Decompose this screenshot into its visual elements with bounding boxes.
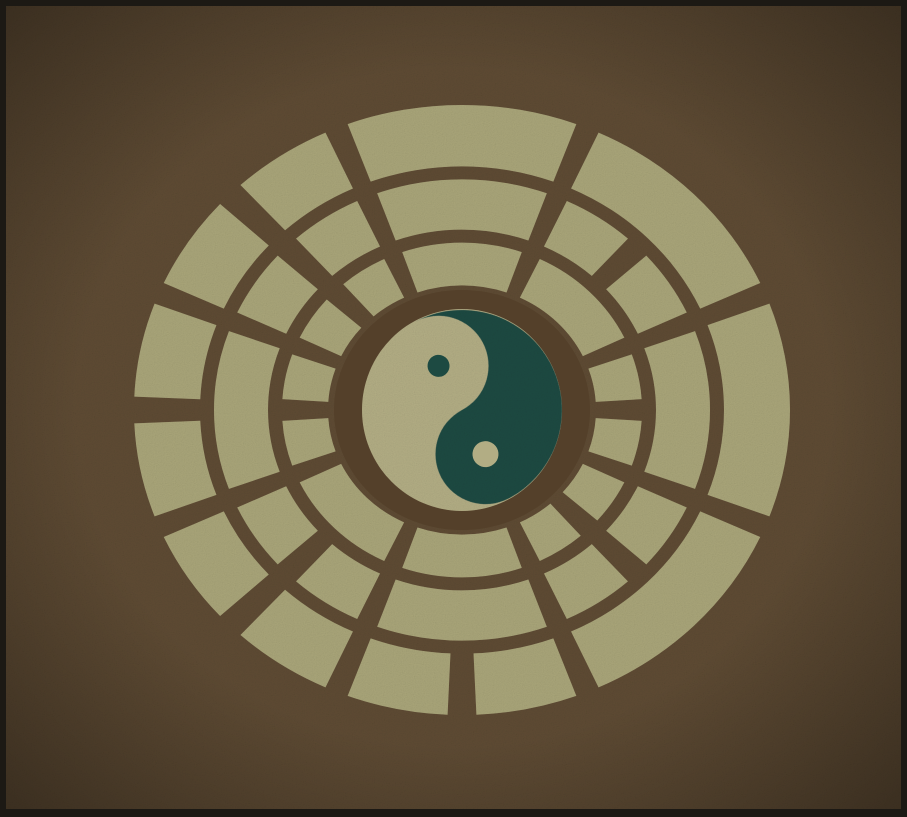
vignette-overlay xyxy=(6,6,901,809)
